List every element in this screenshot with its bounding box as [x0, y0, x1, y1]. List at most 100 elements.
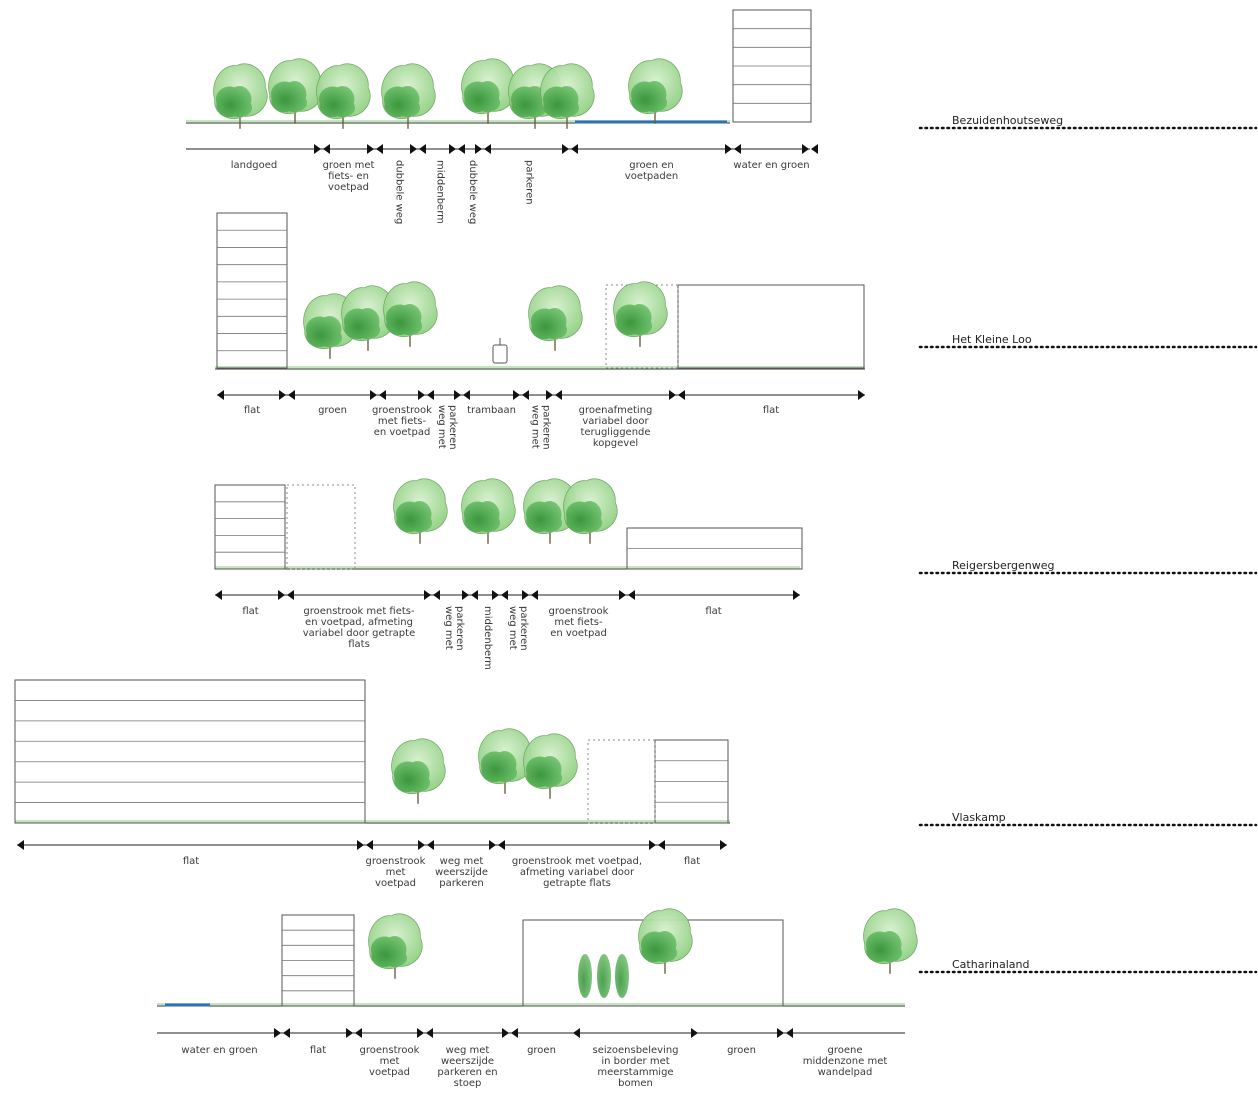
tree-crown-dark [343, 307, 381, 340]
dimension-arrowhead [571, 144, 578, 154]
segment-label-line: groen met [323, 160, 375, 171]
dimension-line [215, 590, 800, 600]
dimension-arrowhead [17, 840, 24, 850]
flat-building [732, 9, 812, 123]
segment-label-line: weg met [436, 405, 447, 449]
segment-label-line: terugliggende [580, 427, 650, 438]
columnar-crown [597, 954, 611, 998]
setback-outline [286, 484, 356, 570]
segment-label-line: meerstammige [597, 1067, 673, 1078]
dimension-arrowhead [449, 144, 456, 154]
segment-label-line: groenstrook met fiets- [303, 606, 415, 617]
columnar-crown [615, 954, 629, 998]
street-name-label: Vlaskamp [952, 811, 1006, 824]
dimension-arrowhead [454, 390, 461, 400]
dimension-arrowhead [691, 1028, 698, 1038]
segment-label-line: groenstrook [372, 405, 432, 416]
dimension-arrowhead [426, 1028, 433, 1038]
setback-outline [587, 739, 656, 824]
segment-label-line: groenstrook [549, 606, 609, 617]
segment-label: flat [684, 856, 700, 867]
segment-label-line: weg met [507, 606, 518, 650]
tree-crown-dark [525, 500, 563, 533]
tram-icon [492, 338, 508, 364]
dimension-arrowhead [546, 390, 553, 400]
tree-crown-dark [393, 760, 431, 793]
dimension-arrowhead [498, 840, 505, 850]
segment-label-line: weg met [440, 856, 484, 867]
segment-label: groenstrook met fiets-en voetpad, afmeti… [303, 606, 415, 650]
dimension-arrowhead [858, 390, 865, 400]
dimension-arrowhead [511, 1028, 518, 1038]
dimension-arrowhead [288, 390, 295, 400]
segment-label-line: parkeren [524, 160, 535, 205]
dimension-arrowhead [811, 144, 818, 154]
dimension-arrowhead [555, 390, 562, 400]
columnar-tree-icon [578, 954, 592, 998]
tree-icon [563, 478, 618, 544]
dimension-arrowhead [274, 1028, 281, 1038]
street-name-label: Reigersbergenweg [952, 559, 1055, 572]
dimension-arrowhead [357, 840, 364, 850]
dimension-line [186, 144, 818, 154]
tree-icon [383, 281, 438, 347]
dimension-arrowhead [410, 144, 417, 154]
tree-crown-dark [395, 500, 433, 533]
segment-label-vertical: dubbele weg [394, 160, 405, 224]
segment-label-line: groen en [629, 160, 674, 171]
grass-strip [15, 820, 730, 823]
segment-label-line: parkeren [518, 606, 529, 651]
section-1 [215, 366, 865, 370]
tree-crown-dark [542, 85, 580, 118]
segment-label-line: groenstrook [366, 856, 426, 867]
segment-label-vertical: dubbele weg [467, 160, 478, 224]
segment-label-line: flat [310, 1045, 326, 1056]
tree-crown-dark [865, 930, 903, 963]
segment-label-line: voetpad [375, 878, 416, 889]
dimension-arrowhead [346, 1028, 353, 1038]
segment-label-line: met [380, 1056, 400, 1067]
segment-label-line: groen [318, 405, 347, 416]
dimension-arrowhead [522, 590, 529, 600]
dimension-arrowhead [366, 840, 373, 850]
segment-label-line: groenafmeting [579, 405, 653, 416]
tree-crown-dark [510, 85, 548, 118]
section-name: Het Kleine Loo [918, 333, 1258, 349]
segment-label-line: voetpaden [625, 171, 678, 182]
grass-strip [215, 366, 865, 369]
segment-label-line: variabel door [582, 416, 649, 427]
segment-label-line: en voetpad, afmeting [305, 617, 413, 628]
dimension-arrowhead [427, 390, 434, 400]
dimension-arrowhead [279, 390, 286, 400]
tree-icon [368, 913, 423, 979]
tree-icon [341, 285, 396, 351]
street-name-label: Het Kleine Loo [952, 333, 1032, 346]
segment-label-line: trambaan [467, 405, 516, 416]
segment-label-line: seizoensbeleving [592, 1045, 678, 1056]
dimension-arrowhead [619, 590, 626, 600]
segment-label-line: parkeren [541, 405, 552, 450]
segment-label-line: parkeren [447, 405, 458, 450]
building-outline [677, 284, 865, 369]
building-outline [214, 484, 286, 570]
trees-layer [213, 58, 918, 998]
tree-crown-dark [615, 303, 653, 336]
dimension-arrowhead [376, 144, 383, 154]
tree-icon [613, 281, 668, 347]
dimension-arrowhead [370, 390, 377, 400]
tree-icon [528, 285, 583, 351]
segment-label-line: flat [705, 606, 721, 617]
section-0 [186, 120, 730, 124]
dimension-arrowhead [433, 590, 440, 600]
grass-strip [215, 566, 800, 569]
segment-label-line: weerszijde [441, 1056, 494, 1067]
segment-label-line: getrapte flats [543, 878, 611, 889]
grass-strip [157, 1003, 905, 1006]
dimension-arrowhead [658, 840, 665, 850]
section-name: Bezuidenhoutseweg [918, 114, 1258, 130]
